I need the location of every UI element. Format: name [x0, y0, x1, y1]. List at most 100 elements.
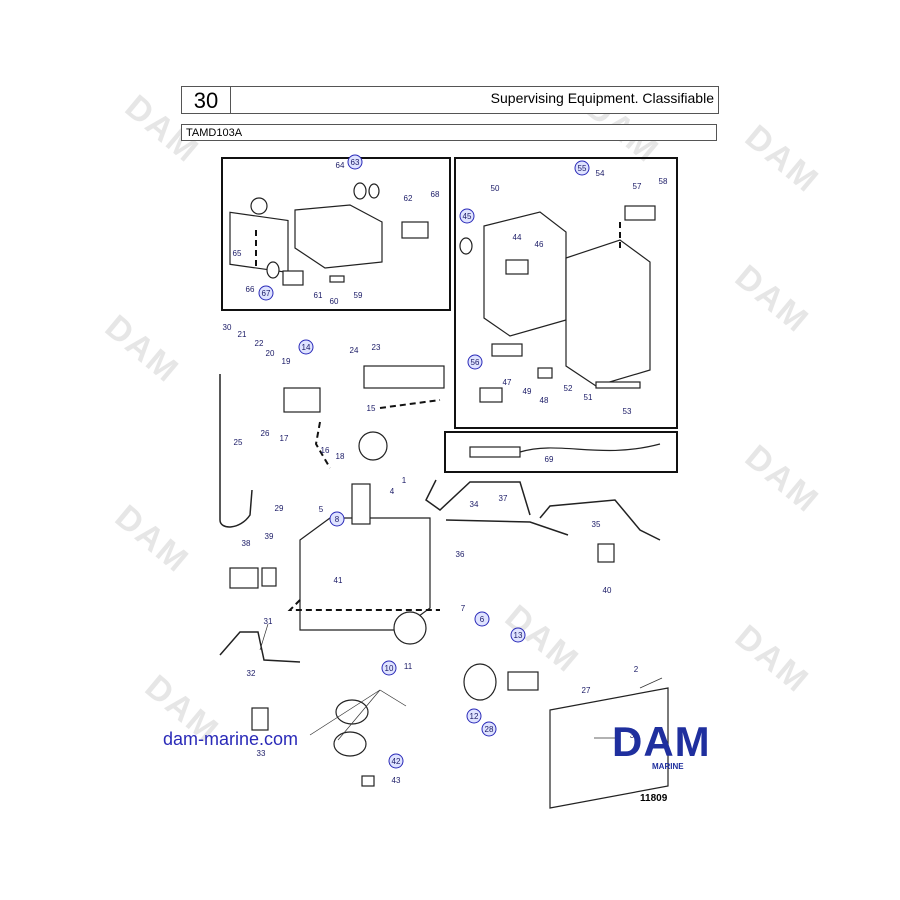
part-label-24: 24: [350, 346, 359, 355]
pipe-29: [219, 374, 253, 528]
callout-circle: [459, 208, 475, 224]
sender-12: [463, 663, 497, 701]
part-label-55: 55: [578, 164, 587, 173]
part-label-27: 27: [582, 686, 591, 695]
part-label-28: 28: [485, 725, 494, 734]
callout-circle: [298, 339, 314, 355]
part-label-39: 39: [265, 532, 274, 541]
part-label-23: 23: [372, 343, 381, 352]
logo-subtext: MARINE: [652, 762, 684, 771]
callout-circle: [347, 154, 363, 170]
part-label-5: 5: [319, 505, 324, 514]
part-label-67: 67: [262, 289, 271, 298]
part-label-25: 25: [234, 438, 243, 447]
inset-frame-top-left: [221, 157, 451, 311]
part-label-10: 10: [385, 664, 394, 673]
mounting-plate-65: [229, 211, 289, 274]
part-label-20: 20: [266, 349, 275, 358]
pipe-31: [219, 631, 301, 663]
screw-60: [329, 275, 345, 283]
part-label-41: 41: [334, 576, 343, 585]
part-label-19: 19: [282, 357, 291, 366]
part-label-42: 42: [392, 757, 401, 766]
nut-39: [261, 567, 277, 587]
callout-circle: [574, 160, 590, 176]
part-drawings: [229, 182, 669, 809]
page-title: Supervising Equipment. Classifiable: [490, 90, 714, 106]
part-label-54: 54: [596, 169, 605, 178]
sender-10-b: [333, 731, 367, 757]
clamp-33: [251, 707, 269, 731]
callout-circle: [329, 511, 345, 527]
part-label-32: 32: [247, 669, 256, 678]
part-label-63: 63: [351, 158, 360, 167]
inset-frame-sensor: [444, 431, 678, 473]
part-label-8: 8: [335, 515, 340, 524]
callout-circle: [510, 627, 526, 643]
inset-frames: [221, 157, 678, 473]
relay-44: [505, 259, 529, 275]
part-label-34: 34: [470, 500, 479, 509]
part-label-40: 40: [603, 586, 612, 595]
part-label-68: 68: [431, 190, 440, 199]
bracket-47: [491, 343, 523, 357]
callout-circle: [381, 660, 397, 676]
part-label-65: 65: [233, 249, 242, 258]
gland-hole: [250, 197, 268, 215]
part-label-3: 3: [630, 731, 635, 740]
part-label-1: 1: [402, 476, 407, 485]
part-label-37: 37: [499, 494, 508, 503]
part-label-7: 7: [461, 604, 466, 613]
part-label-30: 30: [223, 323, 232, 332]
sender-10-a: [335, 699, 369, 725]
part-label-60: 60: [330, 297, 339, 306]
part-label-50: 50: [491, 184, 500, 193]
pipe-35: [539, 499, 661, 541]
washer-64: [353, 182, 367, 200]
part-label-4: 4: [390, 487, 395, 496]
pipe-36: [445, 519, 569, 536]
washer-63: [368, 183, 380, 199]
fitting-38: [229, 567, 259, 589]
switch-13: [507, 671, 539, 691]
part-label-17: 17: [280, 434, 289, 443]
part-label-57: 57: [633, 182, 642, 191]
part-label-44: 44: [513, 233, 522, 242]
dam-marine-logo: DAM MARINE: [612, 720, 738, 772]
nut-43: [361, 775, 375, 787]
part-label-69: 69: [545, 455, 554, 464]
manifold-23: [363, 365, 445, 389]
leader-valve: [314, 421, 331, 469]
part-label-6: 6: [480, 615, 485, 624]
part-label-38: 38: [242, 539, 251, 548]
part-label-21: 21: [238, 330, 247, 339]
part-label-31: 31: [264, 617, 273, 626]
callout-circle: [467, 354, 483, 370]
clamp-40: [597, 543, 615, 563]
part-label-43: 43: [392, 776, 401, 785]
logo-text: DAM: [612, 718, 711, 765]
part-label-14: 14: [302, 343, 311, 352]
part-label-33: 33: [257, 749, 266, 758]
part-label-47: 47: [503, 378, 512, 387]
drawing-reference-number: 11809: [640, 793, 668, 804]
section-number: 30: [182, 87, 231, 113]
part-label-12: 12: [470, 712, 479, 721]
part-label-36: 36: [456, 550, 465, 559]
seal-66: [266, 261, 280, 279]
part-label-2: 2: [634, 665, 639, 674]
part-label-45: 45: [463, 212, 472, 221]
part-label-48: 48: [540, 396, 549, 405]
callout-circle: [258, 285, 274, 301]
screw-53: [595, 381, 641, 389]
part-label-61: 61: [314, 291, 323, 300]
part-label-52: 52: [564, 384, 573, 393]
leader-manifold: [379, 399, 441, 409]
part-label-66: 66: [246, 285, 255, 294]
junction-box-59: [294, 204, 383, 269]
sender-67: [282, 270, 304, 286]
part-label-18: 18: [336, 452, 345, 461]
website-url[interactable]: dam-marine.com: [163, 729, 299, 749]
